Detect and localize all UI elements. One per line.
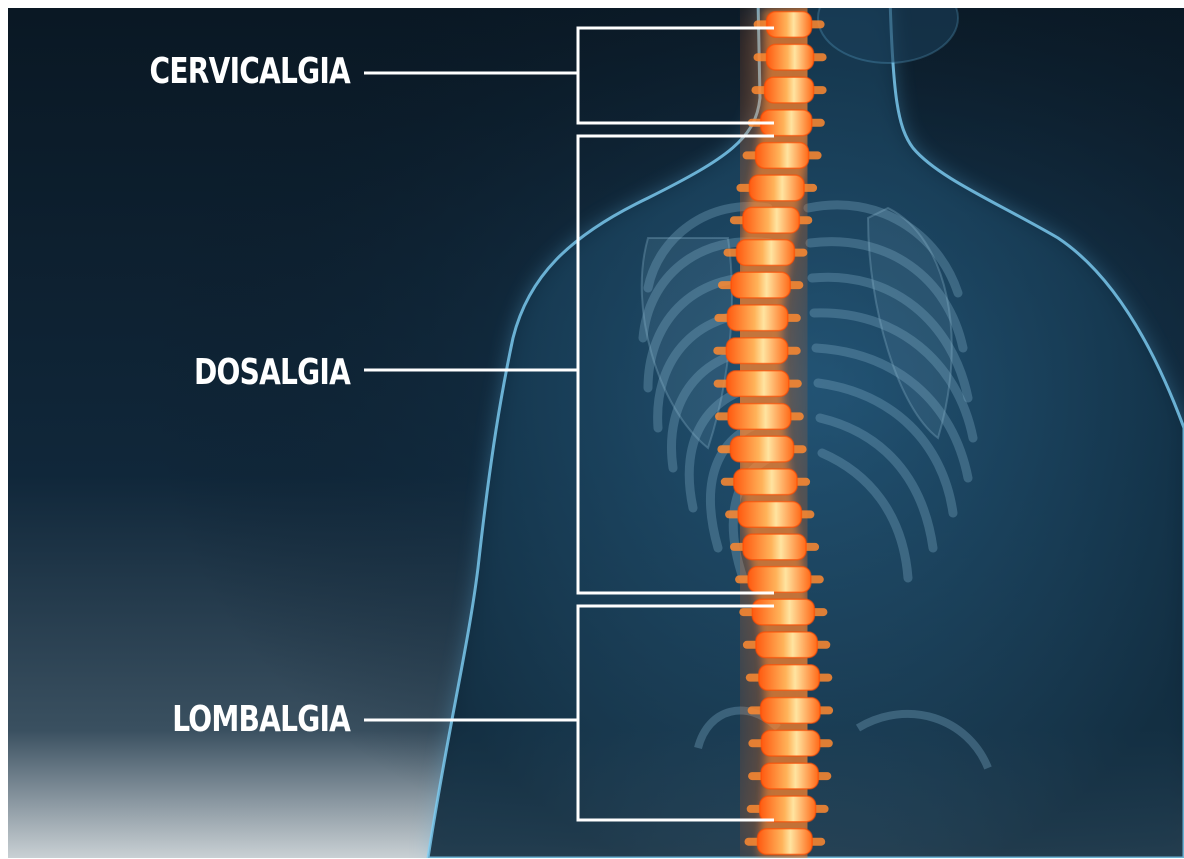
vertebra [734, 469, 797, 495]
label-cervicalgia: CERVICALGIA [150, 54, 350, 90]
vertebra [767, 12, 812, 38]
vertebra [743, 207, 799, 233]
vertebra [727, 371, 789, 397]
vertebra [765, 77, 814, 103]
vertebra [761, 698, 821, 724]
vertebra [728, 404, 791, 430]
vertebra [767, 44, 814, 70]
vertebra [761, 730, 819, 756]
vertebra [726, 338, 787, 364]
vertebra [758, 829, 813, 855]
vertebra [761, 763, 818, 789]
vertebra [760, 796, 816, 822]
vertebra [759, 665, 820, 691]
label-dosalgia: DOSALGIA [194, 355, 350, 391]
vertebra [730, 436, 793, 462]
label-lombalgia: LOMBALGIA [172, 702, 350, 738]
vertebra [748, 567, 811, 593]
vertebra [752, 599, 814, 625]
vertebra [749, 175, 804, 201]
vertebra [727, 305, 787, 331]
vertebra [756, 143, 809, 169]
vertebra [756, 632, 817, 658]
vertebra [738, 502, 801, 528]
vertebra [731, 272, 790, 298]
vertebra [743, 534, 806, 560]
vertebra [737, 240, 795, 266]
